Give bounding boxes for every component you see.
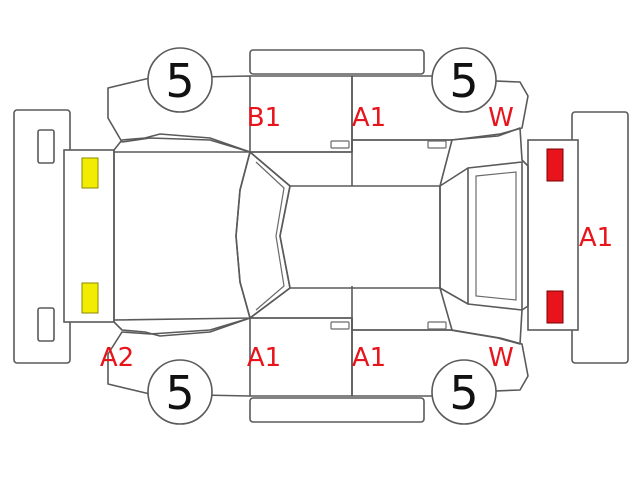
- code-right-front-door: A1: [247, 343, 281, 373]
- code-rear-bumper: A1: [579, 223, 613, 253]
- left-quarter-handle: [427, 140, 447, 149]
- trunk-inner: [475, 171, 517, 301]
- front-bumper-slot-top: [37, 129, 55, 164]
- tire-front-right-grade: 5: [165, 366, 194, 420]
- tire-rear-left: [431, 47, 497, 113]
- tire-rear-right-grade: 5: [449, 366, 478, 420]
- front-lamp-top: [81, 157, 99, 189]
- hood: [113, 151, 251, 321]
- tire-rear-right: [431, 359, 497, 425]
- right-side-sill: [249, 397, 425, 423]
- rear-lamp-top: [546, 148, 564, 182]
- code-front-bumper: A2: [100, 343, 134, 373]
- front-lamp-bottom: [81, 282, 99, 314]
- tire-front-right: [147, 359, 213, 425]
- rear-window: [439, 167, 469, 305]
- front-bumper-slot-bottom: [37, 307, 55, 342]
- right-b-pillar: [249, 287, 291, 319]
- code-right-rear-fender: W: [488, 343, 514, 373]
- right-c-pillar: [439, 287, 453, 331]
- right-quarter-handle: [427, 321, 447, 330]
- tire-rear-left-grade: 5: [449, 54, 478, 108]
- body-outline: [113, 127, 529, 345]
- left-c-pillar: [439, 139, 453, 187]
- trunk-lid: [467, 161, 523, 311]
- tire-front-left-grade: 5: [165, 54, 194, 108]
- code-right-rear-door: A1: [352, 343, 386, 373]
- rear-lamp-bottom: [546, 290, 564, 324]
- left-b-pillar: [249, 151, 291, 187]
- right-rear-door-handle: [330, 321, 350, 330]
- left-side-sill: [249, 49, 425, 75]
- code-left-rear-fender: W: [488, 103, 514, 133]
- left-rear-door-handle: [330, 140, 350, 149]
- code-left-rear-door: B1: [247, 103, 281, 133]
- tire-front-left: [147, 47, 213, 113]
- roof: [279, 185, 441, 289]
- windshield-inner: [255, 161, 285, 311]
- code-left-rear-quarter: A1: [352, 103, 386, 133]
